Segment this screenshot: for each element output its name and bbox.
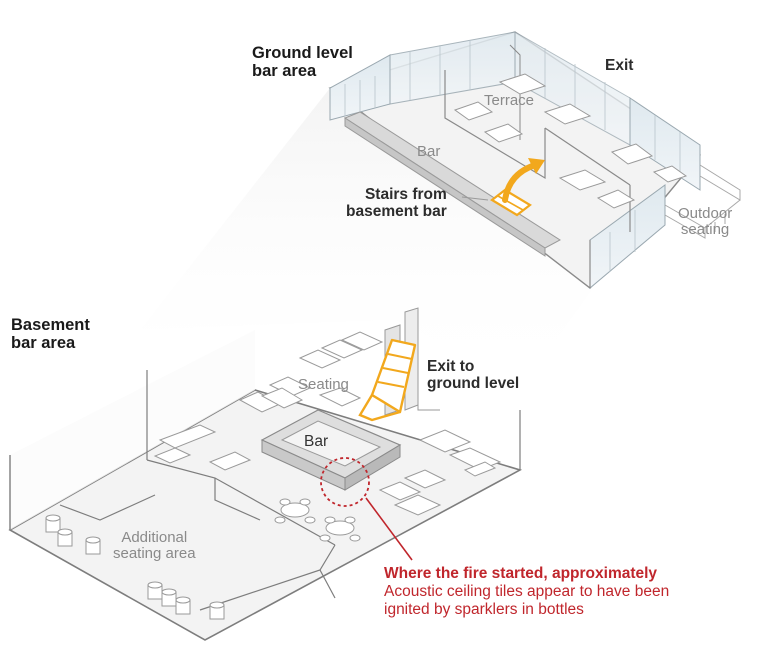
basement-floor-plan (8, 307, 523, 641)
ground-floor-plan (328, 31, 741, 290)
stools (45, 514, 225, 620)
booth-seating-group (153, 331, 502, 516)
terrace-seating (453, 73, 688, 209)
fire-origin-marker (320, 457, 370, 507)
terrace-label: Terrace (484, 92, 535, 109)
fire-headline: Where the fire started, approximately (384, 565, 658, 582)
ground-stairs-arrow (490, 158, 545, 217)
basement-stairs (358, 338, 417, 422)
basement-bar-label: Bar (304, 433, 329, 450)
ground-bar-label: Bar (417, 143, 441, 160)
basement-bar-counter (260, 409, 402, 491)
fire-description-line-2: ignited by sparklers in bottles (384, 600, 584, 618)
outdoor-railing (664, 164, 741, 239)
round-tables (274, 498, 361, 542)
exit-label: Exit (605, 57, 634, 74)
fire-annotation: Where the fire started, approximately Ac… (384, 565, 670, 618)
level-connector (140, 88, 595, 385)
seating-label: Seating (298, 376, 349, 393)
fire-description-line-1: Acoustic ceiling tiles appear to have be… (384, 582, 670, 600)
leader-lines (365, 196, 489, 561)
